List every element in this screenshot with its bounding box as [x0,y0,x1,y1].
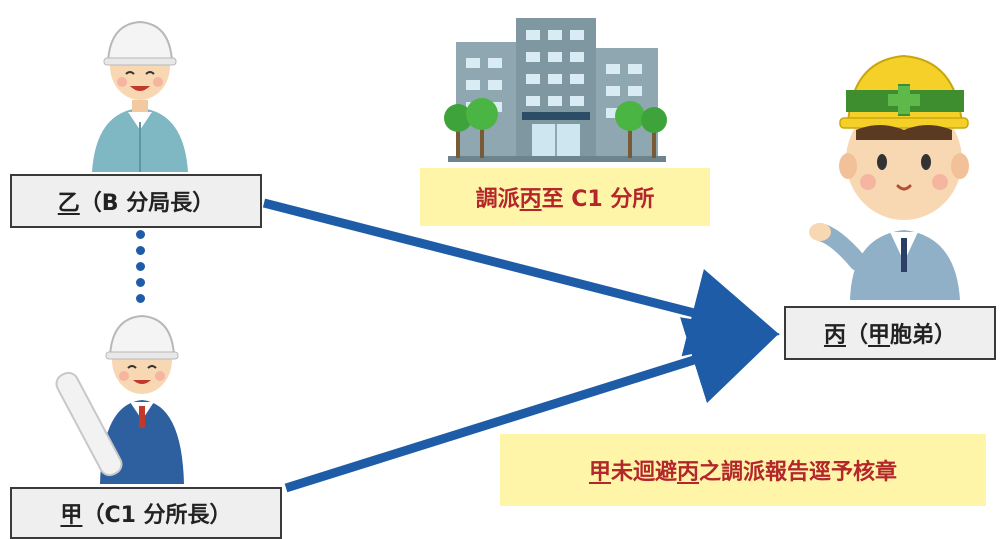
dotted-connector [136,230,146,310]
worker-yellow-helmet-pointing-icon [809,54,969,300]
worker-white-helmet-smiling-icon [92,20,188,172]
arrow-jia-to-bing [284,317,780,493]
office-building-icon [444,18,667,162]
note-transfer: 調派丙至 C1 分所 [420,168,710,226]
note-transfer-person: 丙 [519,187,542,212]
label-yi: 乙（B 分局長） [10,174,262,228]
label-bing-paren-open: （ [845,323,868,348]
worker-white-helmet-holding-blueprint-icon [55,314,184,484]
label-bing-relation: 胞弟） [890,323,957,348]
note-no-recusal-post: 之調派報告逕予核章 [699,460,898,485]
label-bing: 丙（甲胞弟） [784,306,996,360]
arrow-yi-to-bing [262,198,780,357]
label-bing-relation-name: 甲 [868,323,891,348]
note-no-recusal: 甲未迴避丙之調派報告逕予核章 [500,434,986,506]
note-no-recusal-mid: 未迴避 [610,460,677,485]
note-transfer-pre: 調派 [475,187,520,212]
label-jia-name: 甲 [60,503,83,528]
note-no-recusal-person2: 丙 [677,460,700,485]
label-bing-name: 丙 [823,323,846,348]
label-yi-name: 乙 [57,191,80,216]
label-yi-role: （B 分局長） [79,191,215,216]
label-jia-role: （C1 分所長） [82,503,232,528]
note-no-recusal-person1: 甲 [588,460,611,485]
note-transfer-post: 至 C1 分所 [541,187,655,212]
label-jia: 甲（C1 分所長） [10,487,282,539]
